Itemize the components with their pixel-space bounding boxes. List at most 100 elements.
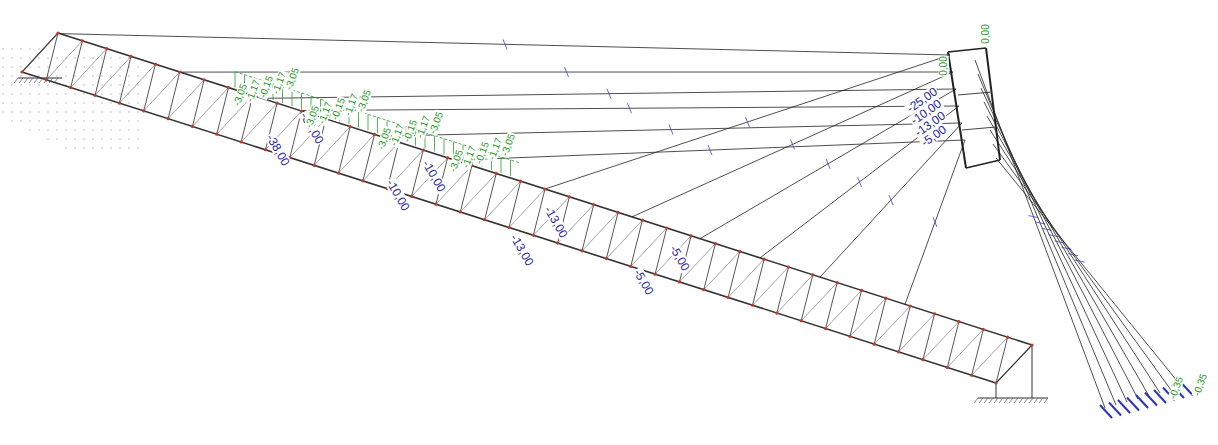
support-hatch <box>24 78 28 83</box>
grid-dot <box>119 129 121 131</box>
grid-dot <box>20 75 22 77</box>
grid-dot <box>92 129 94 131</box>
grid-dot <box>110 93 112 95</box>
stay-cable <box>760 106 959 258</box>
anchor-block <box>1145 393 1157 406</box>
grid-dot <box>20 66 22 68</box>
grid-dot <box>74 84 76 86</box>
area-load-arrow <box>301 93 302 109</box>
grid-dot <box>2 57 4 59</box>
grid-dot <box>29 48 31 50</box>
grid-dot <box>92 84 94 86</box>
node-marker <box>203 78 206 81</box>
node-marker <box>215 133 218 136</box>
truss-post <box>947 329 983 367</box>
truss-diagonal <box>217 88 229 135</box>
grid-dot <box>92 75 94 77</box>
grid-dot <box>29 93 31 95</box>
grid-dot <box>74 147 76 149</box>
grid-dot <box>92 138 94 140</box>
cable-load-tick <box>669 125 673 135</box>
grid-dot <box>47 111 49 113</box>
support-base <box>18 77 62 78</box>
load-value: -10,00 <box>420 157 448 194</box>
node-marker <box>410 195 413 198</box>
truss-diagonal <box>631 220 643 266</box>
node-marker <box>678 280 681 283</box>
cable-load-tick <box>1068 254 1078 256</box>
grid-dot <box>83 129 85 131</box>
grid-dot <box>74 102 76 104</box>
truss-diagonal <box>606 212 618 258</box>
grid-dot <box>2 75 4 77</box>
support-hatch <box>1044 398 1048 403</box>
grid-dot <box>92 66 94 68</box>
truss-post <box>777 275 813 313</box>
grid-dot <box>101 102 103 104</box>
grid-dot <box>92 147 94 149</box>
truss-nodes <box>20 31 1033 384</box>
node-marker <box>714 242 717 245</box>
grid-dot <box>128 84 130 86</box>
backstay-cable <box>996 158 1182 387</box>
grid-dot <box>83 138 85 140</box>
support-hatch <box>1004 398 1008 403</box>
grid-dot <box>128 129 130 131</box>
node-marker <box>982 328 985 331</box>
truss-diagonal <box>923 314 935 360</box>
support-hatch <box>989 398 993 403</box>
truss-post <box>728 259 764 297</box>
grid-dot <box>119 138 121 140</box>
grid-dot <box>11 93 13 95</box>
grid-dot <box>47 102 49 104</box>
grid-dot <box>20 102 22 104</box>
node-marker <box>616 211 619 214</box>
load-value: -13,00 <box>508 231 536 268</box>
area-load-value: 0,00 <box>939 55 949 76</box>
node-marker <box>970 374 973 377</box>
truss-post <box>192 88 228 127</box>
grid-dot <box>2 111 4 113</box>
truss-post <box>704 251 740 289</box>
grid-dot <box>74 120 76 122</box>
node-marker <box>946 366 949 369</box>
node-marker <box>337 171 340 174</box>
node-marker <box>1030 343 1033 346</box>
area-load-value: 0,00 <box>981 23 991 44</box>
node-marker <box>994 381 997 384</box>
area-load-arrow <box>501 157 502 173</box>
support-post <box>1032 345 1033 398</box>
grid-dot <box>2 93 4 95</box>
grid-dot <box>119 147 121 149</box>
truss-post <box>801 283 837 321</box>
grid-dot <box>74 111 76 113</box>
grid-dot <box>119 111 121 113</box>
support-hatch <box>999 398 1003 403</box>
node-marker <box>434 203 437 206</box>
grid-dot <box>137 84 139 86</box>
support-hatch <box>979 398 983 403</box>
node-marker <box>154 63 157 66</box>
grid-dot <box>2 84 4 86</box>
node-marker <box>811 273 814 276</box>
truss-post <box>631 228 667 266</box>
support-hatch <box>1024 398 1028 403</box>
grid-dot <box>47 66 49 68</box>
node-marker <box>519 180 522 183</box>
grid-dot <box>65 120 67 122</box>
area-load-arrow <box>377 117 378 133</box>
backstay-cable <box>987 116 1149 396</box>
support-hatch <box>34 78 38 83</box>
grid-dot <box>110 84 112 86</box>
deck-truss <box>14 33 1193 418</box>
node-marker <box>654 273 657 276</box>
truss-post <box>923 322 959 360</box>
node-marker <box>56 31 59 34</box>
node-marker <box>191 125 194 128</box>
grid-dot <box>101 57 103 59</box>
node-marker <box>921 358 924 361</box>
truss-post <box>582 212 618 250</box>
grid-dot <box>83 75 85 77</box>
node-marker <box>702 288 705 291</box>
cable-load-tick <box>791 139 795 149</box>
